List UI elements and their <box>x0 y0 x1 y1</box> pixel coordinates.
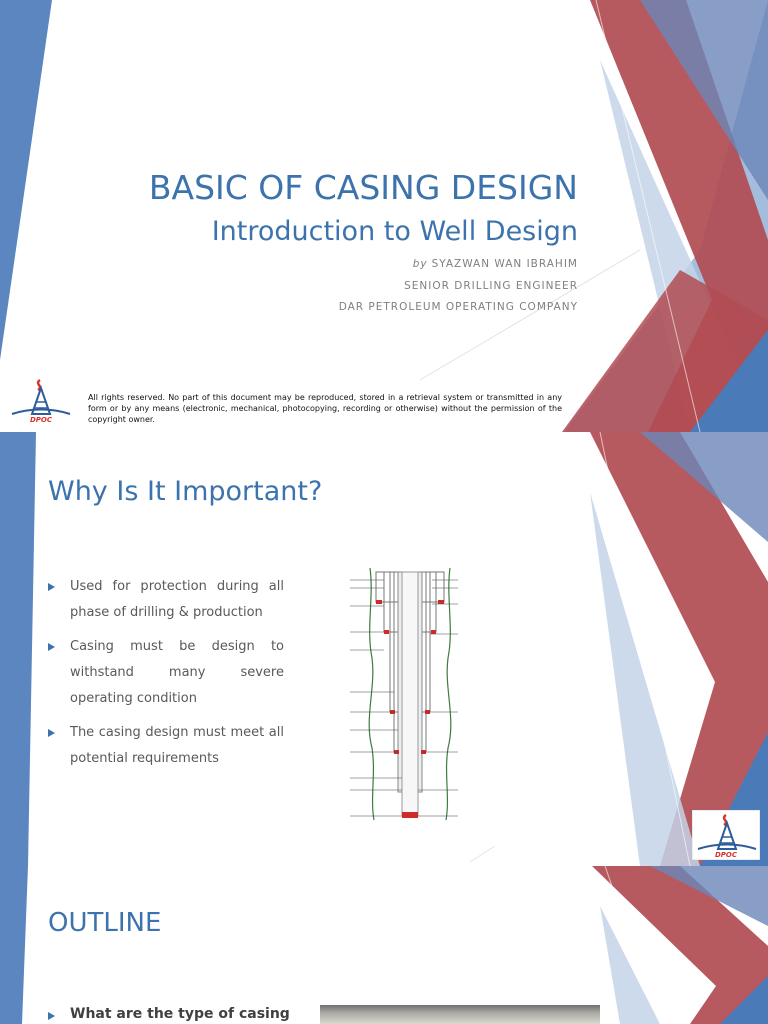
bullet-text: Casing must be design to withstand many … <box>70 639 284 706</box>
title-slide: BASIC OF CASING DESIGN Introduction to W… <box>0 0 768 432</box>
bullet-text: Used for protection during all phase of … <box>70 579 284 620</box>
section-heading: OUTLINE <box>48 908 162 938</box>
presentation-title: BASIC OF CASING DESIGN <box>148 168 578 207</box>
list-item: Casing must be design to withstand many … <box>48 634 284 712</box>
copyright-notice: All rights reserved. No part of this doc… <box>88 393 562 424</box>
casing-photo <box>320 1005 600 1024</box>
bullet-arrow-icon <box>48 583 55 591</box>
company-name: DAR PETROLEUM OPERATING COMPANY <box>338 301 578 313</box>
logo-text: DPOC <box>30 416 53 424</box>
company-logo: DPOC <box>11 378 71 424</box>
bullet-arrow-icon <box>48 1012 55 1020</box>
list-item: The casing design must meet all potentia… <box>48 720 284 772</box>
outline-slide <box>0 866 768 1024</box>
list-item: Used for protection during all phase of … <box>48 574 284 626</box>
casing-diagram <box>350 567 458 821</box>
by-label: by <box>412 258 428 270</box>
importance-bullet-list: Used for protection during all phase of … <box>48 574 284 780</box>
bullet-text: The casing design must meet all potentia… <box>70 725 284 766</box>
logo-text: DPOC <box>715 851 738 859</box>
author-name: SYAZWAN WAN IBRAHIM <box>431 258 578 270</box>
company-logo: DPOC <box>692 810 760 860</box>
slide-decoration <box>0 0 768 432</box>
author-position: SENIOR DRILLING ENGINEER <box>404 280 578 292</box>
importance-slide <box>0 432 768 866</box>
bullet-text: What are the type of casing <box>70 1006 290 1022</box>
slide-decoration <box>0 866 768 1024</box>
presentation-subtitle: Introduction to Well Design <box>211 216 578 247</box>
section-heading: Why Is It Important? <box>48 476 323 507</box>
bullet-arrow-icon <box>48 643 55 651</box>
list-item: What are the type of casing <box>48 1006 290 1022</box>
bullet-arrow-icon <box>48 729 55 737</box>
